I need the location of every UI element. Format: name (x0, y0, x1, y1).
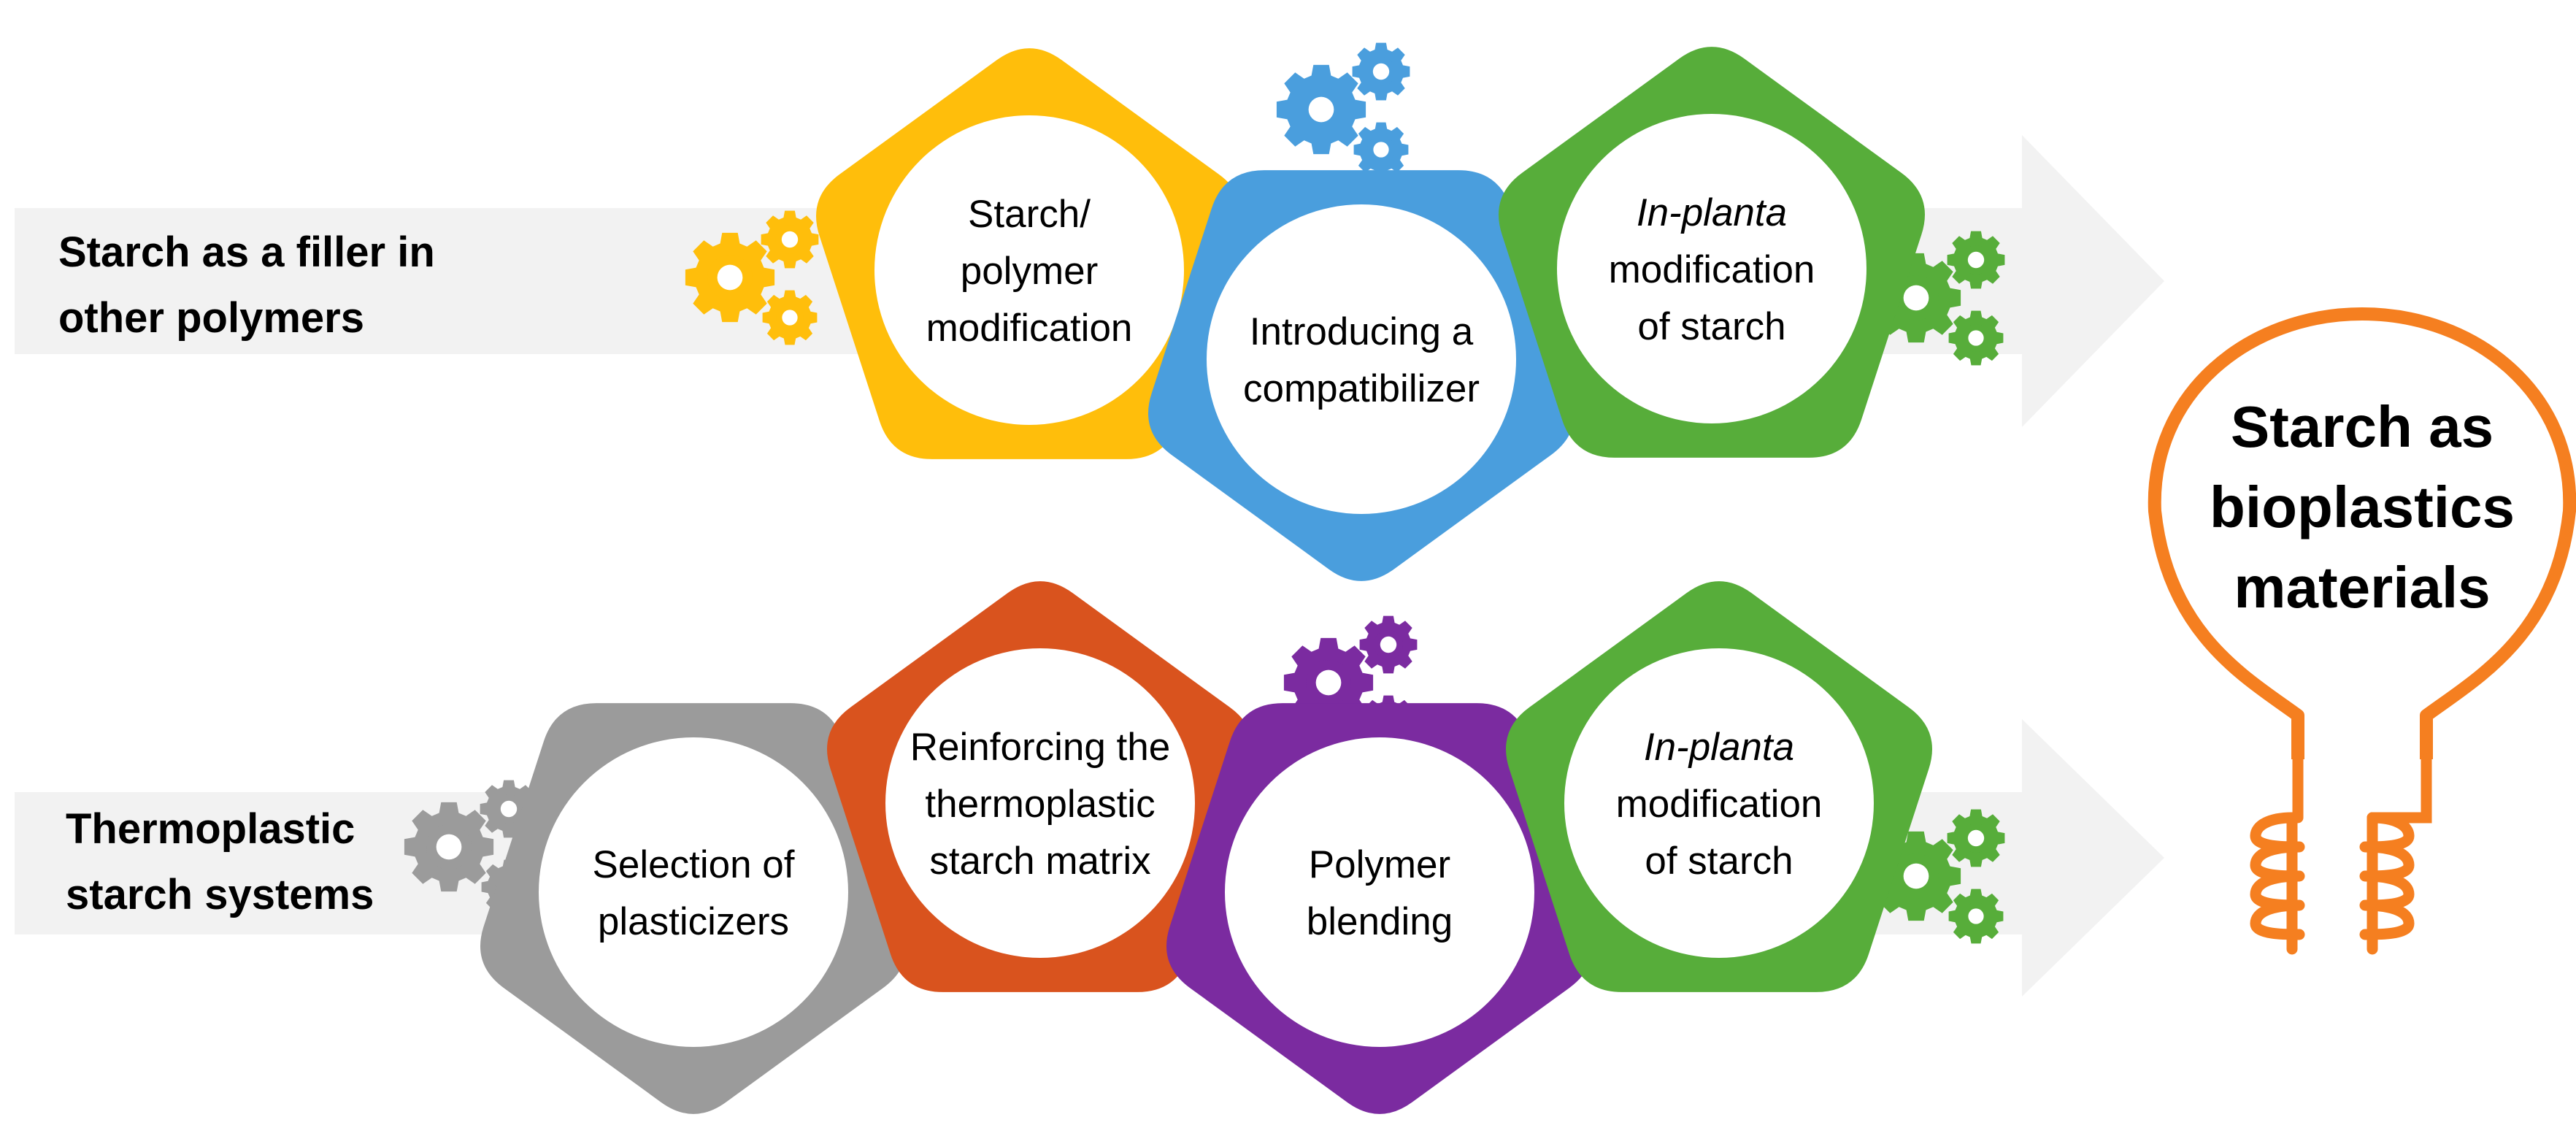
step-label: compatibilizer (1243, 367, 1480, 410)
step-label: Introducing a (1250, 310, 1474, 353)
svg-text:other polymers: other polymers (58, 294, 364, 342)
step-circle (1207, 204, 1516, 514)
step-label: thermoplastic (925, 783, 1155, 826)
step-label: Polymer (1309, 843, 1450, 886)
step-pentagon: Selection of plasticizers (480, 703, 907, 1114)
goal-text: Starch as bioplastics materials (2210, 394, 2515, 620)
step-pentagon: In-planta modification of starch (1506, 581, 1932, 992)
svg-text:Starch as a filler in: Starch as a filler in (58, 229, 435, 276)
step-label: of starch (1645, 840, 1793, 883)
step-circle (1225, 737, 1534, 1047)
step-label: polymer (961, 250, 1099, 293)
svg-text:bioplastics: bioplastics (2210, 475, 2515, 540)
gear-icon (1947, 809, 2005, 867)
step-circle (874, 115, 1184, 425)
gear-icon (762, 290, 818, 345)
gear-icon (404, 802, 494, 892)
svg-text:starch systems: starch systems (66, 871, 374, 918)
lightbulb-icon: Starch as bioplastics materials (2148, 307, 2576, 955)
step-circle (1557, 114, 1866, 423)
step-label: In-planta (1637, 191, 1787, 234)
step-label: Starch/ (968, 193, 1091, 236)
step-label: modification (1609, 248, 1815, 291)
step-circle (885, 648, 1195, 958)
step-label: modification (1616, 783, 1823, 826)
step-label: of starch (1637, 305, 1785, 348)
gear-icon (685, 232, 775, 323)
svg-text:Thermoplastic: Thermoplastic (66, 805, 355, 853)
step-label: Reinforcing the (910, 726, 1170, 769)
step-circle (539, 737, 848, 1047)
step-pentagon: Introducing a compatibilizer (1148, 170, 1575, 581)
step-label: modification (926, 307, 1133, 350)
step-label: In-planta (1644, 726, 1794, 769)
step-label: Selection of (593, 843, 795, 886)
step-label: plasticizers (598, 900, 789, 943)
step-circle (1564, 648, 1874, 958)
step-pentagon: Starch/polymer modification (816, 48, 1242, 459)
row-2-label: Thermoplastic starch systems (66, 805, 374, 918)
step-pentagon: Reinforcing the thermoplastic starch matri… (827, 581, 1253, 992)
step-label: starch matrix (929, 840, 1150, 883)
step-pentagon: In-planta modification of starch (1499, 47, 1925, 458)
gear-icon (1353, 122, 1409, 177)
row-1-label: Starch as a filler in other polymers (58, 229, 435, 342)
gear-icon (1352, 42, 1410, 101)
gear-icon (1276, 64, 1366, 155)
step-pentagon: Polymer blending (1166, 703, 1593, 1114)
svg-text:materials: materials (2234, 555, 2490, 620)
gear-icon (1947, 231, 2005, 289)
svg-text:Starch as: Starch as (2231, 394, 2494, 459)
gear-icon (761, 210, 819, 269)
step-label: blending (1307, 900, 1453, 943)
gear-icon (1948, 889, 2004, 944)
gear-icon (1359, 615, 1418, 674)
gear-icon (1948, 310, 2004, 366)
